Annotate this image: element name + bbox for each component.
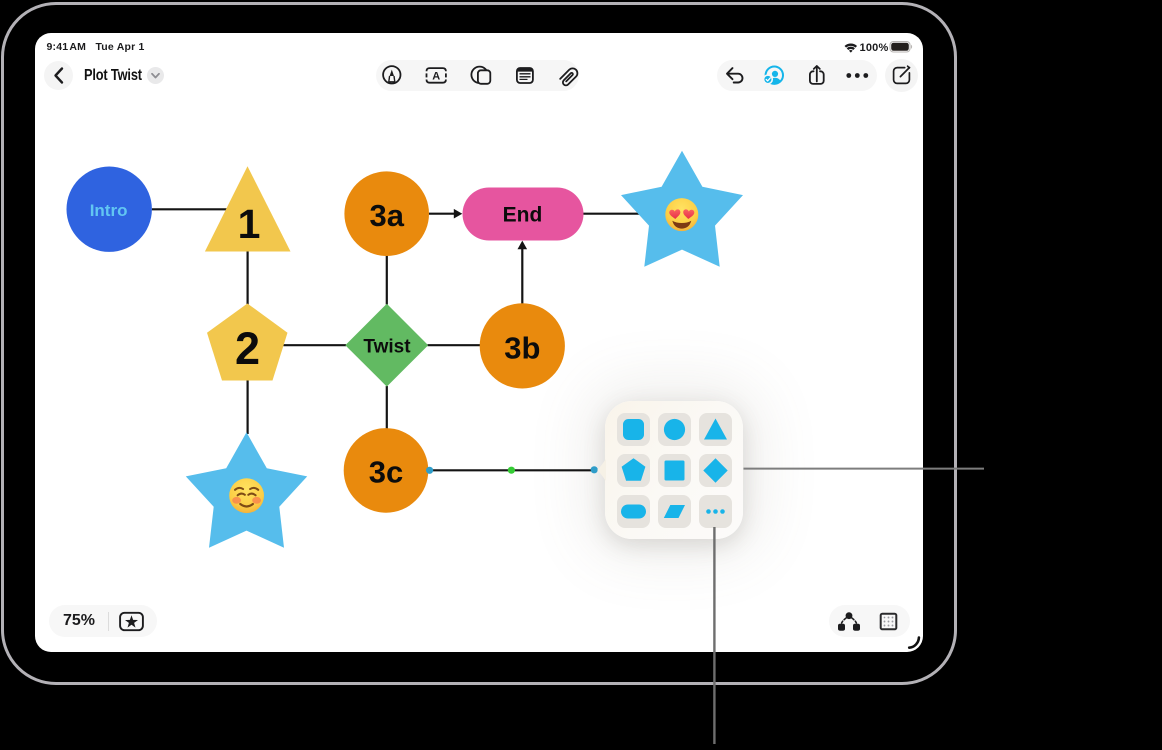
svg-text:3c: 3c — [369, 455, 403, 490]
svg-text:3a: 3a — [369, 198, 404, 233]
svg-text:Intro: Intro — [90, 201, 128, 220]
svg-text:A: A — [432, 71, 440, 83]
svg-text:1: 1 — [238, 201, 261, 247]
svg-text:2: 2 — [235, 323, 260, 374]
svg-text:End: End — [503, 204, 543, 227]
svg-text:3b: 3b — [504, 330, 540, 365]
svg-text:Twist: Twist — [363, 337, 411, 358]
